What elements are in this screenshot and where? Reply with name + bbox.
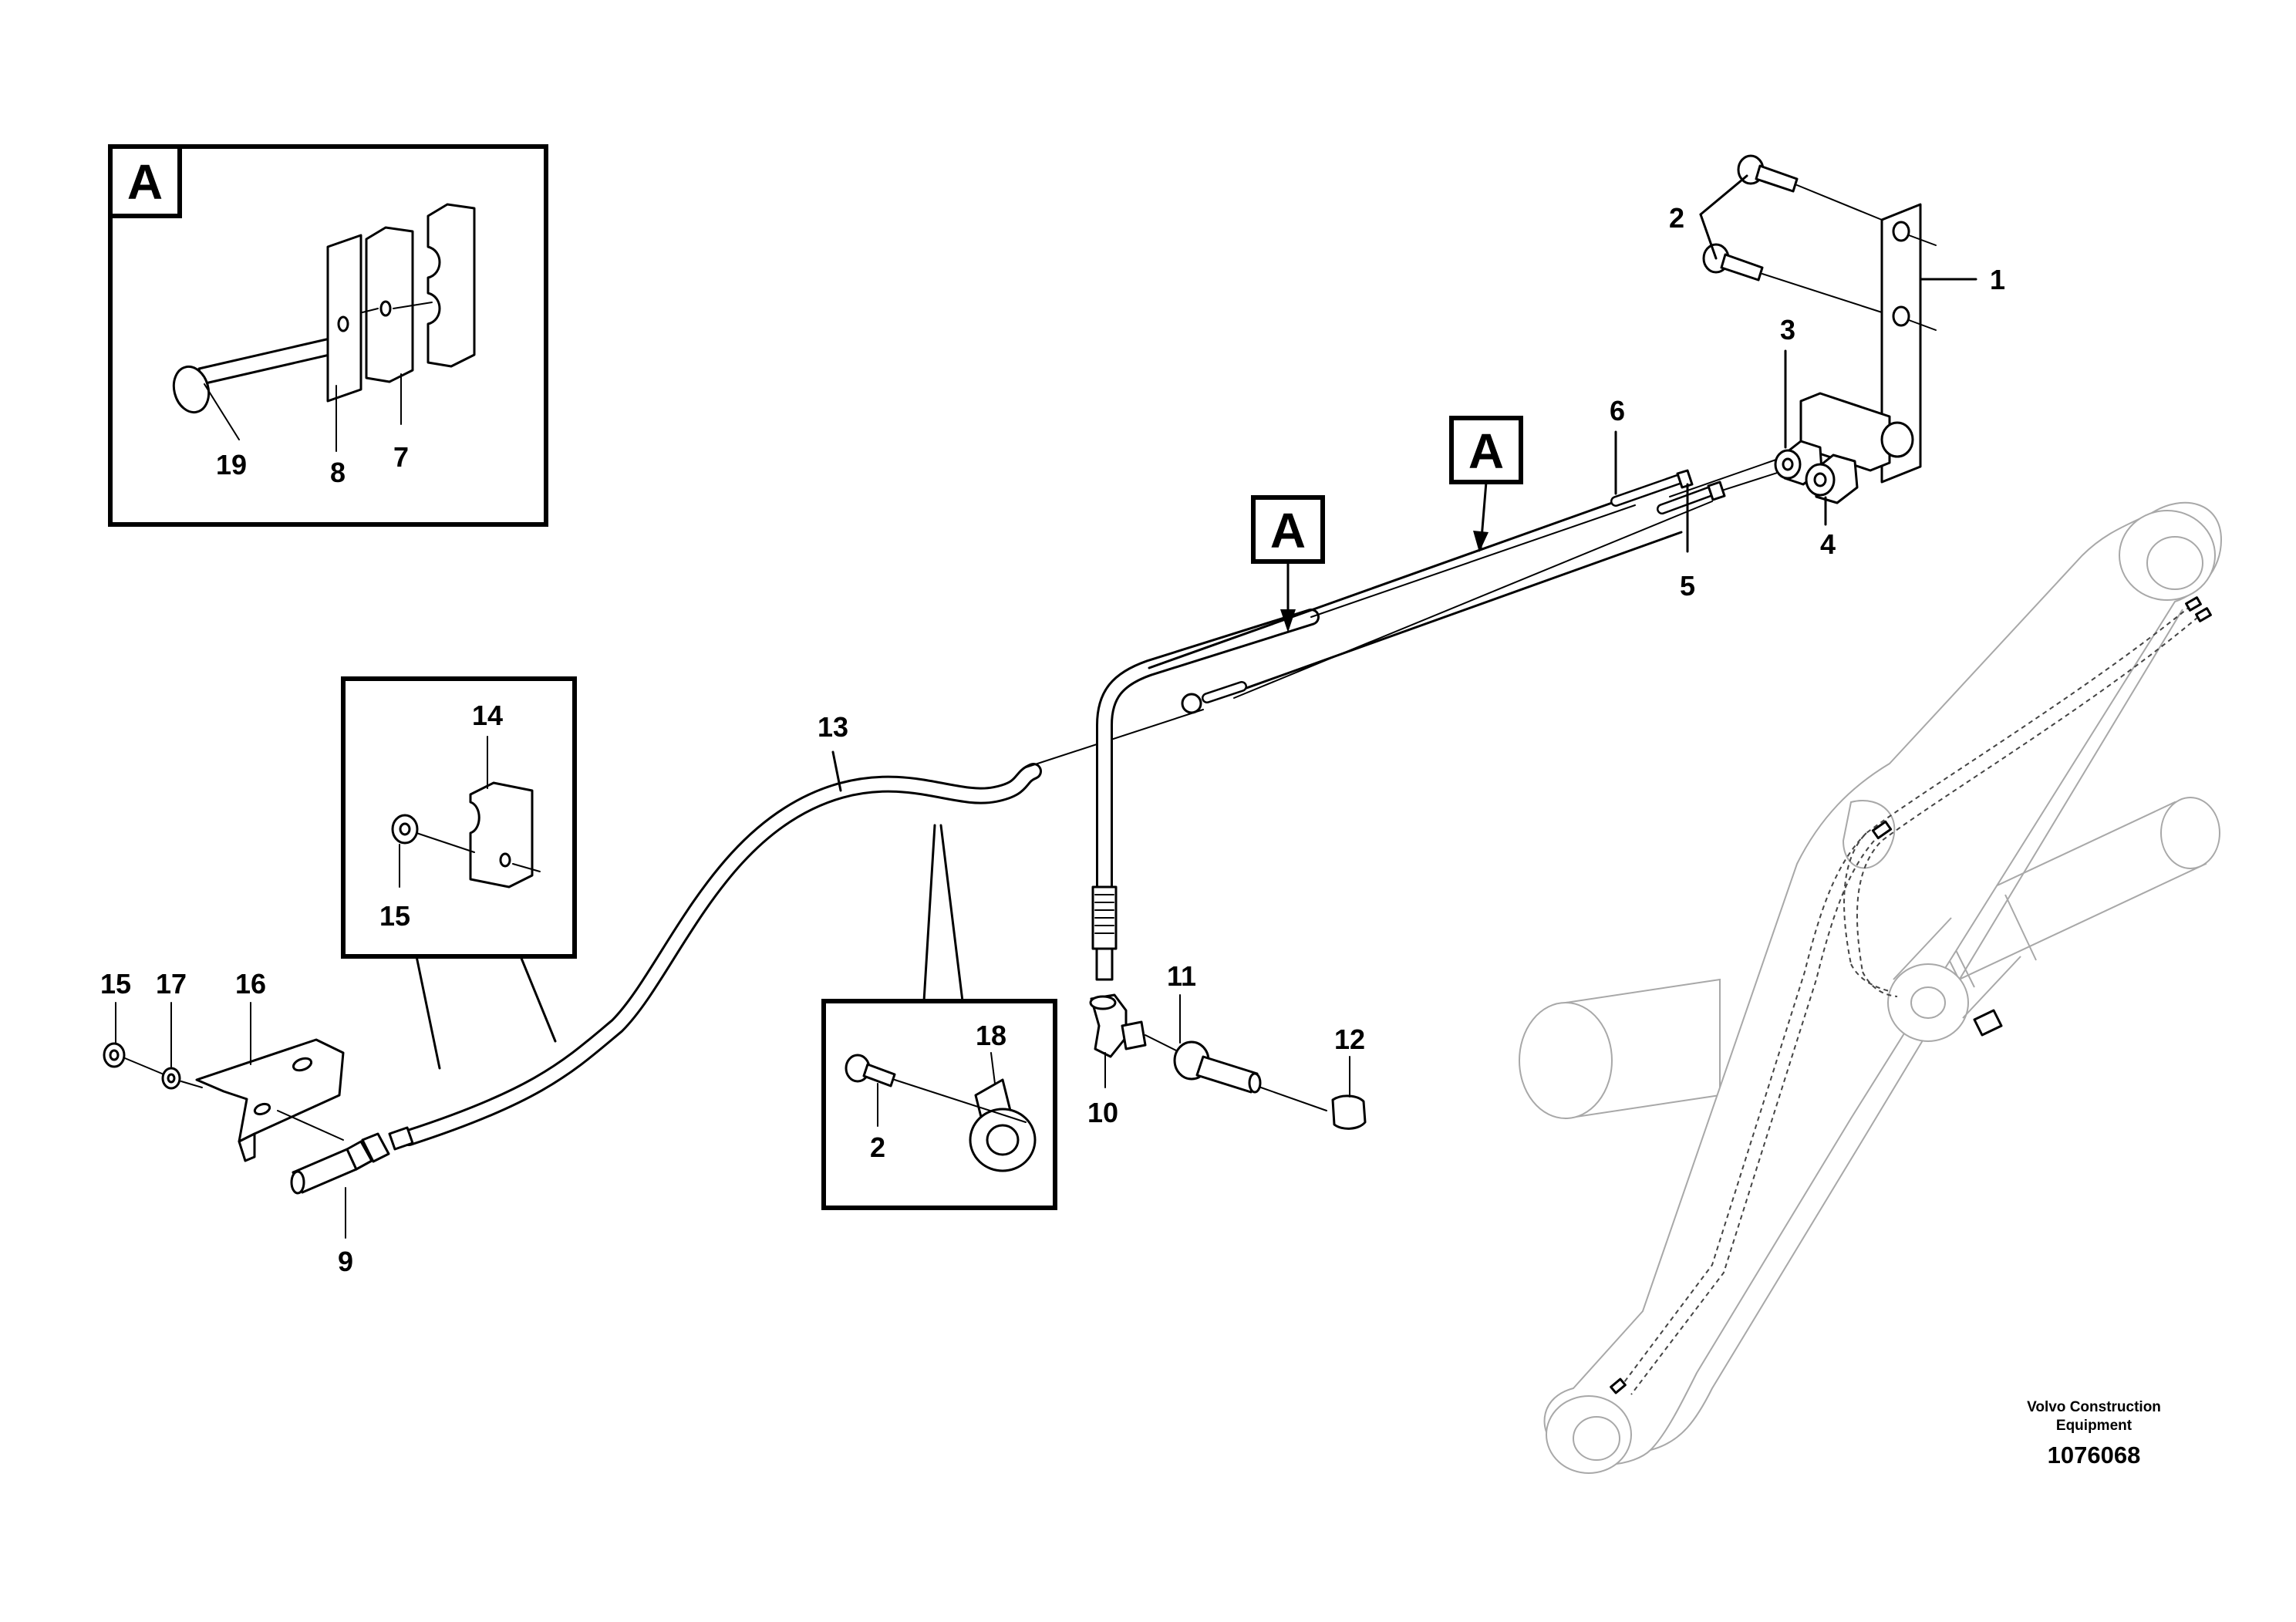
- callout-2-detail: 2: [870, 1131, 885, 1163]
- hose-line-lower: [1233, 501, 1713, 699]
- nut-15: [103, 1042, 126, 1068]
- bolt-2-upper: [1737, 154, 1799, 193]
- cap-12: [1331, 1094, 1367, 1130]
- reference-marker-a1: A: [1251, 495, 1325, 632]
- bracket-16: [195, 1038, 345, 1162]
- svg-text:A: A: [1468, 423, 1504, 479]
- callout-12: 12: [1334, 1023, 1365, 1055]
- hose-5: [1657, 481, 1726, 514]
- callout-10: 10: [1087, 1097, 1118, 1128]
- nut-15-detail: [391, 814, 419, 845]
- callout-3: 3: [1780, 314, 1795, 346]
- clip-18: [969, 1078, 1037, 1172]
- detail-view-clamp-14: 14 15: [341, 676, 577, 1070]
- hose-6: [1610, 469, 1694, 507]
- hose-connector-lower: [1091, 885, 1118, 981]
- reference-marker-a2: A: [1449, 416, 1523, 552]
- hose-line-upper: [1310, 504, 1636, 618]
- credit-line-1: Volvo Construction: [2027, 1399, 2161, 1415]
- callout-15-detail: 15: [379, 900, 410, 932]
- callout-9: 9: [338, 1246, 353, 1277]
- washer-17: [161, 1067, 181, 1090]
- callout-8: 8: [330, 457, 346, 488]
- callout-14: 14: [472, 700, 503, 731]
- svg-text:A: A: [1270, 503, 1306, 558]
- document-number: 1076068: [2048, 1442, 2141, 1469]
- callout-18: 18: [976, 1020, 1006, 1051]
- bracket-1: [1880, 203, 1922, 484]
- detail-a-label: A: [127, 154, 163, 210]
- nut-4: [1805, 454, 1859, 504]
- callout-5: 5: [1680, 570, 1695, 602]
- callout-6: 6: [1610, 395, 1625, 427]
- credit-line-2: Equipment: [2056, 1418, 2132, 1434]
- brake-pipe-13: [400, 709, 1204, 1146]
- callout-16: 16: [235, 968, 266, 1000]
- callout-19: 19: [216, 449, 247, 481]
- callout-13: 13: [818, 711, 848, 743]
- detail-view-a: A 19 8 7: [108, 144, 548, 527]
- pipe-with-elbow: [1096, 609, 1320, 895]
- detail-view-clip-18: 18 2: [821, 824, 1057, 1210]
- callout-1: 1: [1990, 264, 2005, 295]
- lift-arm-illustration: [1519, 501, 2223, 1474]
- hose-mid: [1181, 681, 1247, 714]
- callout-15: 15: [100, 968, 131, 1000]
- callout-7: 7: [393, 441, 409, 473]
- connector-9: [290, 1126, 414, 1195]
- bolt-11: [1173, 1040, 1262, 1094]
- elbow-10: [1089, 993, 1147, 1058]
- clamp-half-7b: [426, 203, 476, 368]
- bolt-2-detail: [845, 1054, 896, 1088]
- bolt-19: [172, 336, 338, 414]
- callout-2: 2: [1669, 202, 1684, 234]
- clamp-14: [469, 781, 534, 889]
- callout-11: 11: [1167, 960, 1196, 992]
- callout-4: 4: [1820, 528, 1836, 560]
- callout-17: 17: [156, 968, 187, 1000]
